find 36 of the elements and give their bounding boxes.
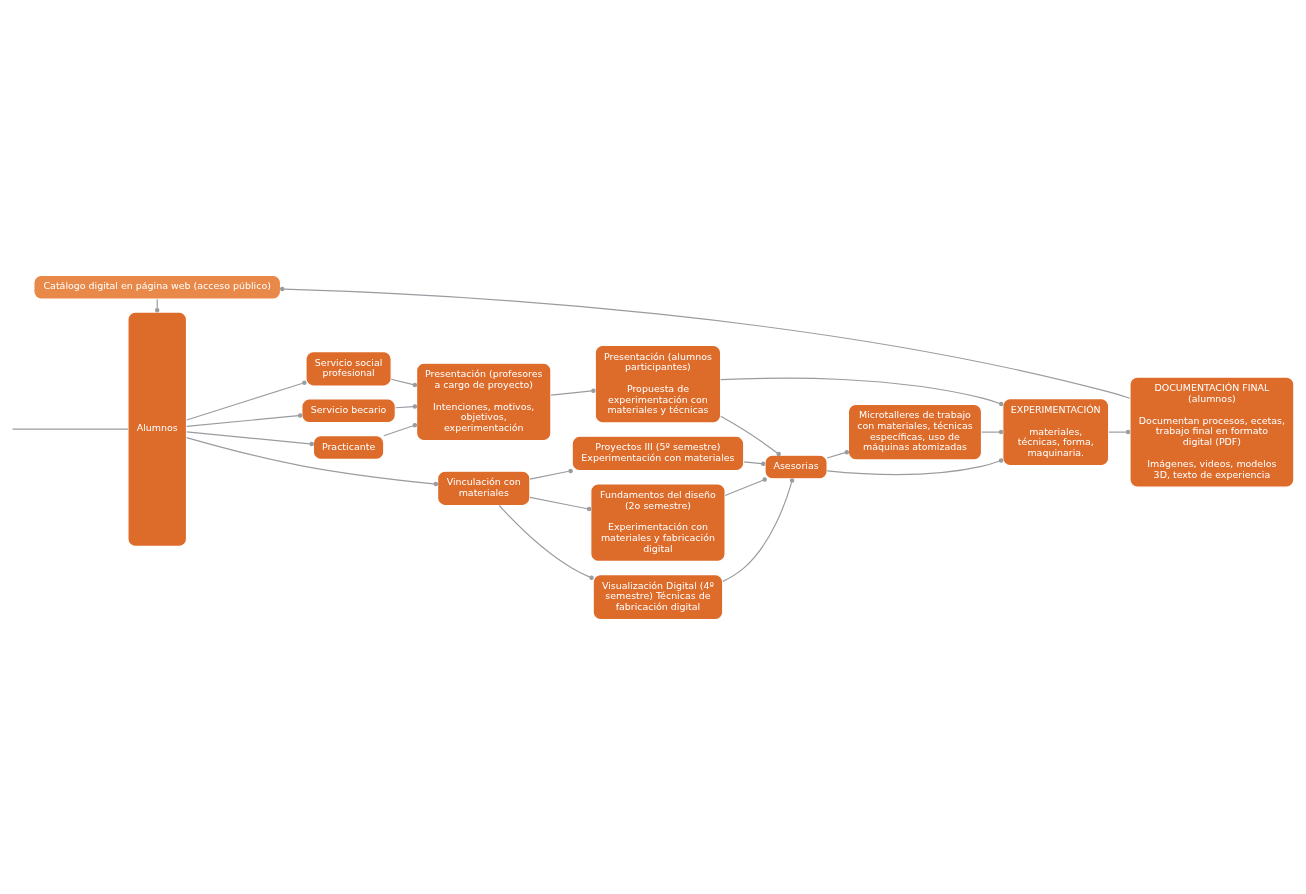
connector [743, 460, 766, 466]
connector [186, 412, 303, 427]
connector [529, 496, 592, 511]
node-box: Vinculación con materiales [437, 470, 531, 506]
connector [12, 428, 129, 430]
connector [498, 504, 594, 580]
node-box: Servicio social profesional [305, 350, 392, 387]
connector [186, 379, 307, 421]
node-box: Presentación (profesores a cargo de proyecto) Intenciones, motivos, objetivos, experimentación [416, 362, 552, 441]
node-box: Practicante [312, 434, 385, 460]
connector [722, 477, 795, 582]
node-box: Catálogo digital en página web (acceso público) [33, 274, 282, 300]
connector [186, 430, 314, 446]
node-box: Servicio becario [301, 397, 396, 423]
node-box: Asesorias [764, 454, 828, 479]
connector [394, 403, 418, 409]
node-box: Alumnos [127, 310, 188, 547]
node-box: Fundamentos del diseño (2o semestre) Experimentación con materiales y fabricación digital [590, 482, 726, 562]
node-box: DOCUMENTACIÓN FINAL (alumnos) Documentan procesos, ecetas, trabajo final en formato digital (PDF) Imágenes, videos, modelos 3D, texto de experiencia [1129, 376, 1295, 488]
connector [720, 415, 781, 456]
connector [550, 388, 596, 396]
connector [720, 377, 1004, 406]
connector [826, 457, 1004, 475]
connector [724, 476, 767, 496]
connector [826, 449, 849, 459]
connector [1108, 429, 1131, 434]
node-box: Presentación (alumnos participantes) Propuesta de experimentación con materiales y técnicas [594, 344, 722, 424]
connector [981, 429, 1004, 434]
node-box: Microtalleres de trabajo con materiales, técnicas específicas, uso de máquinas atomizadas [847, 403, 983, 460]
connector [529, 468, 573, 480]
connector [390, 378, 418, 387]
node-box: Visualización Digital (4º semestre) Técnicas de fabricación digital [592, 573, 724, 620]
connector [383, 422, 418, 436]
connector [280, 286, 1131, 399]
node-box: EXPERIMENTACIÓN materiales, técnicas, forma, maquinaria. [1002, 397, 1110, 466]
node-box: Proyectos III (5º semestre) Experimentación con materiales [571, 435, 745, 471]
